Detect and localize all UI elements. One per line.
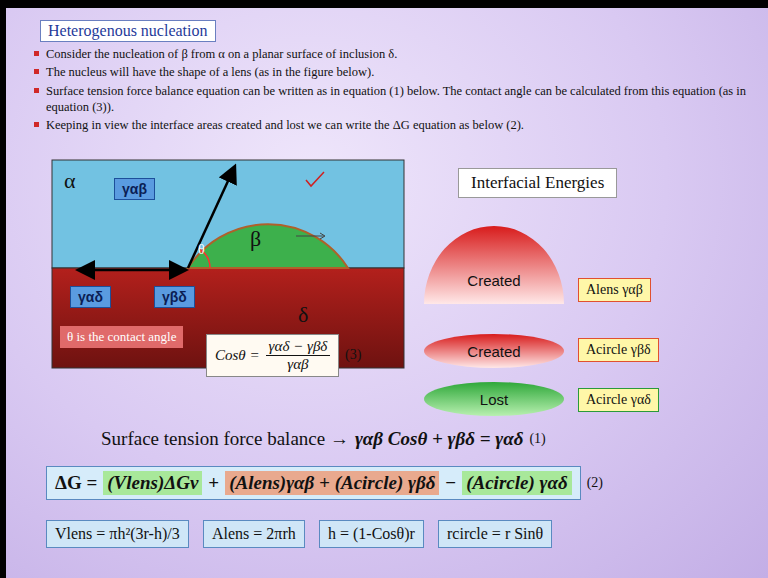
bullet-item: Consider the nucleation of β from α on a…	[32, 46, 748, 62]
equation: γαβ Cosθ + γβδ = γαδ	[355, 428, 524, 450]
created-dome: Created	[422, 224, 566, 306]
title-box: Heterogenous nucleation	[40, 20, 216, 42]
tension-label: γαβ	[114, 178, 155, 200]
bullet-marker	[34, 122, 39, 127]
tension-label: γαδ	[70, 286, 111, 308]
formula-box: h = (1-Cosθ)r	[319, 520, 424, 548]
tension-label: γβδ	[154, 286, 195, 308]
note-box: θ is the contact angle	[60, 326, 183, 348]
equation-number: (3)	[345, 347, 361, 363]
figure-label: θ	[198, 242, 205, 258]
bullet-item: Surface tension force balance equation c…	[32, 83, 748, 116]
fraction: γαδ − γβδγαβ	[266, 338, 331, 373]
node-text: γβδ	[162, 289, 187, 305]
bullet-marker	[34, 88, 39, 93]
figure-label: δ	[298, 302, 308, 328]
equation-term: (Acircle) γαδ	[462, 471, 571, 495]
bullet-item: Keeping in view the interface areas crea…	[32, 117, 748, 133]
created-ellipse: Created	[422, 332, 566, 370]
shape-caption: Created	[467, 343, 520, 360]
formula-box: Vlens = πh²(3r-h)/3	[46, 520, 189, 548]
equation-lhs: Cosθ =	[215, 347, 260, 364]
slide-background: Heterogenous nucleation γαβ γαδ γβδ θ is the…	[6, 8, 768, 578]
node-text: θ is the contact angle	[67, 329, 176, 344]
node-text: Alens = 2πrh	[212, 525, 296, 542]
figure-label: α	[64, 168, 76, 194]
bullet-text: Surface tension force balance equation c…	[46, 84, 746, 114]
bullet-marker	[34, 51, 39, 56]
node-text: Acircle γβδ	[586, 342, 651, 357]
node-text: γαδ	[78, 289, 103, 305]
equation-box: Cosθ = γαδ − γβδγαβ	[206, 334, 339, 377]
lost-ellipse: Lost	[422, 380, 566, 418]
fraction-numerator: γαδ − γβδ	[266, 338, 331, 356]
node-text: γαβ	[122, 181, 147, 197]
equation-box: ΔG = (Vlens)ΔGv + (Alens)γαβ + (Acircle) γβ…	[46, 466, 581, 500]
shape-outline	[422, 224, 566, 306]
equation-term: (Vlens)ΔGv	[103, 471, 202, 495]
equation-term: (Alens)γαβ + (Acircle) γβδ	[225, 471, 439, 495]
figure-label: β	[250, 226, 261, 252]
node-text: Heterogenous nucleation	[48, 22, 208, 39]
equation-row: ΔG = (Vlens)ΔGv + (Alens)γαβ + (Acircle) γβ…	[46, 466, 603, 500]
node-text: Acircle γαδ	[586, 392, 651, 407]
bullet-text: Keeping in view the interface areas crea…	[46, 118, 524, 132]
shape-caption: Created	[467, 272, 520, 289]
energy-term: Alens γαβ	[578, 278, 651, 302]
bullet-text: The nucleus will have the shape of a len…	[46, 65, 374, 79]
fraction-denominator: γαβ	[287, 356, 308, 373]
node-text: h = (1-Cosθ)r	[328, 525, 415, 542]
node-text: Interfacial Energies	[471, 173, 604, 192]
equation-row: Surface tension force balance → γαβ Cosθ …	[101, 428, 546, 450]
bullet-item: The nucleus will have the shape of a len…	[32, 64, 748, 80]
equation-term: ΔG =	[55, 472, 97, 494]
energy-term: Acircle γαδ	[578, 388, 659, 412]
bullet-marker	[34, 69, 39, 74]
node-text: Alens γαβ	[586, 282, 643, 297]
node-text: rcircle = r Sinθ	[447, 525, 543, 542]
energy-term: Acircle γβδ	[578, 338, 659, 362]
bullet-list: Consider the nucleation of β from α on a…	[32, 46, 748, 135]
equation-number: (2)	[587, 475, 603, 491]
equation-lead: Surface tension force balance →	[101, 428, 349, 450]
formula-box: rcircle = r Sinθ	[438, 520, 552, 548]
shape-caption: Lost	[480, 391, 508, 408]
equation-term: −	[445, 472, 456, 494]
heading-box: Interfacial Energies	[458, 168, 617, 198]
formula-box: Alens = 2πrh	[203, 520, 305, 548]
bullet-text: Consider the nucleation of β from α on a…	[46, 47, 397, 61]
equation-number: (1)	[529, 431, 545, 447]
node-text: Vlens = πh²(3r-h)/3	[55, 525, 180, 542]
equation-term: +	[208, 472, 219, 494]
